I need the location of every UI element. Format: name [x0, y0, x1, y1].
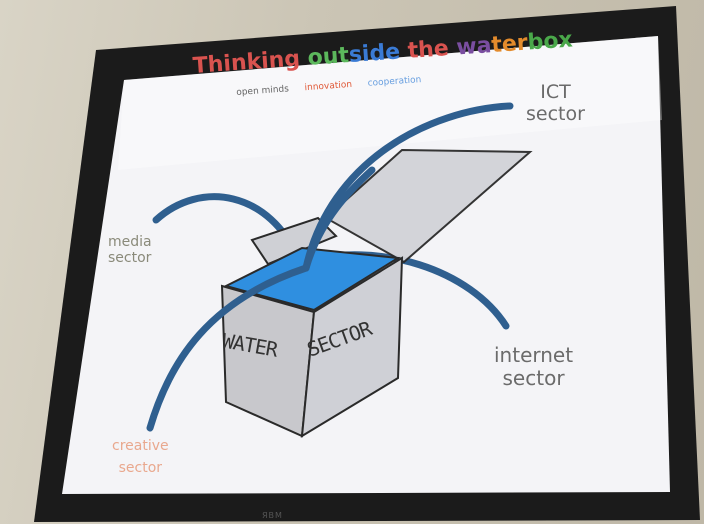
label-ict-sector: ICT sector — [526, 81, 585, 126]
title-part: box — [526, 27, 574, 56]
media-line-2: sector — [108, 250, 152, 267]
ict-line-1: ICT — [540, 81, 571, 103]
creative-line-1: creative — [112, 438, 169, 454]
label-creative-sector: creative sector — [112, 438, 169, 476]
ict-line-2: sector — [526, 102, 585, 125]
innovation-arc — [302, 166, 376, 272]
box-right-face — [300, 256, 404, 438]
title-part: wa — [455, 33, 493, 61]
internet-line-1: internet — [494, 343, 574, 367]
creative-line-2: sector — [118, 460, 163, 477]
water-surface — [223, 246, 402, 312]
internet-line-2: sector — [502, 366, 565, 390]
creative-tube — [146, 264, 310, 432]
title-part: out — [306, 43, 350, 71]
monitor-brand-logo: ЯBM — [262, 511, 283, 520]
title-part: ter — [490, 30, 529, 59]
title-part: the — [406, 35, 458, 64]
box-flap-right — [324, 148, 533, 264]
label-media-sector: media sector — [108, 234, 152, 266]
label-internet-sector: internet sector — [494, 344, 573, 390]
title-part: side — [348, 38, 409, 69]
media-line-1: media — [108, 234, 152, 250]
